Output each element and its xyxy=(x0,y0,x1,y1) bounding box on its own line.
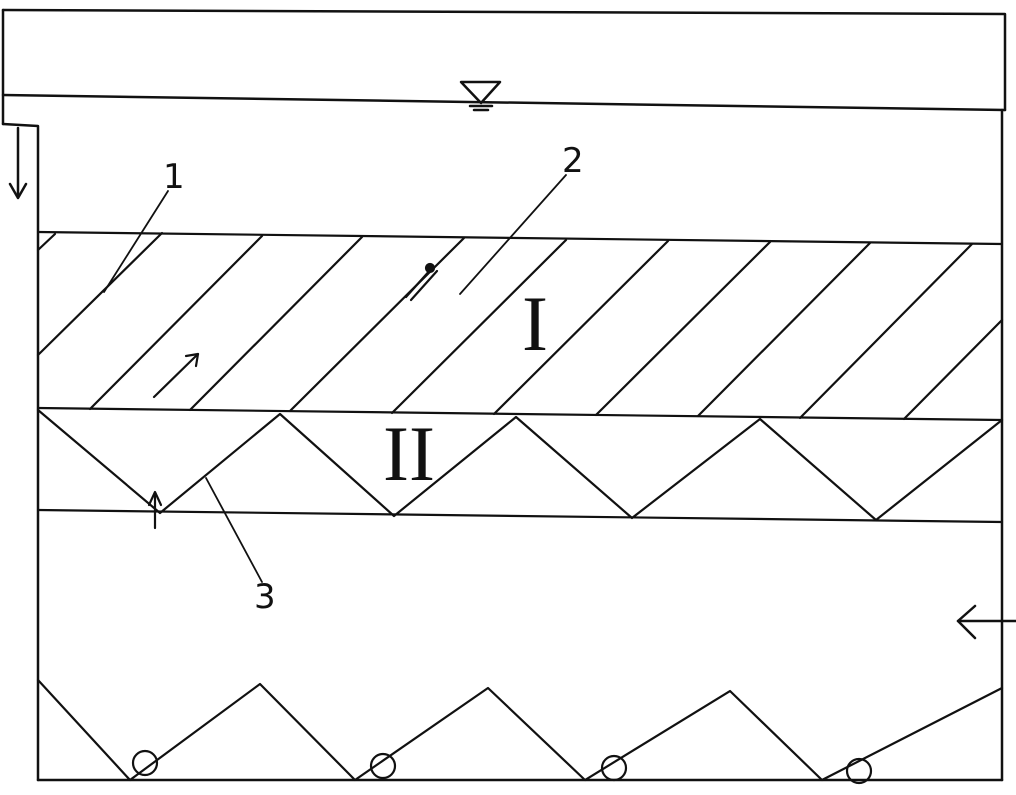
arrow-left-icon xyxy=(956,604,1016,640)
label-zone-ii: II xyxy=(383,410,435,497)
label-part-1: 1 xyxy=(163,157,185,197)
water-level-triangle-icon xyxy=(459,80,502,112)
label-part-2: 2 xyxy=(562,141,584,181)
circle-pipe-icon xyxy=(131,749,873,785)
zone-ii-v-plates xyxy=(36,408,1004,524)
zone-i-inclined-plates xyxy=(36,230,1004,422)
label-part-3: 3 xyxy=(254,577,276,617)
leader-lines xyxy=(103,174,567,583)
arrow-down-icon xyxy=(8,126,28,200)
label-zone-i: I xyxy=(522,280,548,367)
sludge-hoppers xyxy=(36,678,1004,782)
arrow-up-right-icon xyxy=(152,262,439,399)
tank-outline xyxy=(1,8,1007,782)
arrow-up-icon xyxy=(147,490,163,530)
